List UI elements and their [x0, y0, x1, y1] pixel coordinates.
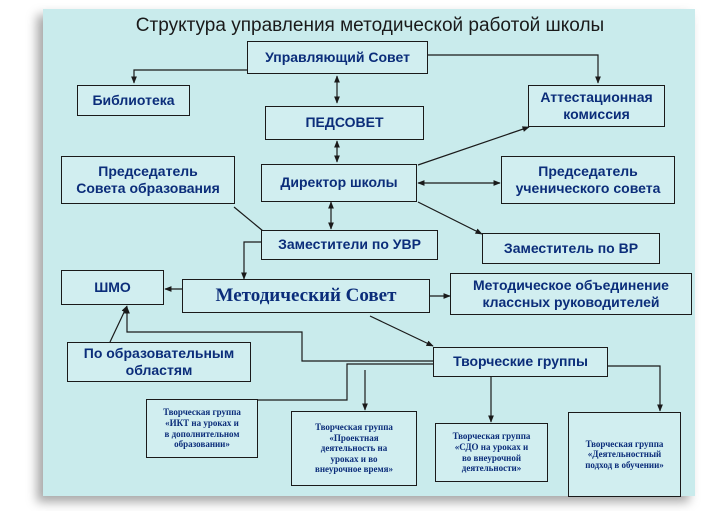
node-shmo: ШМО — [61, 270, 164, 305]
node-group-project-line-1: Творческая группа — [315, 421, 393, 432]
node-library: Библиотека — [77, 85, 190, 116]
node-attestation-commission: Аттестационная комиссия — [528, 85, 665, 127]
diagram-title: Структура управления методической работо… — [135, 15, 605, 36]
node-group-project-line-2: «Проектная — [329, 432, 379, 443]
line-metod-groups — [369, 315, 434, 347]
node-group-ikt-line-3: в дополнительном — [164, 428, 240, 439]
node-attestation-line-2: комиссия — [563, 106, 630, 122]
line-shmo-areas — [109, 305, 128, 343]
node-group-sdo: Творческая группа «СДО на уроках и во вн… — [435, 423, 548, 482]
node-deputy-vr: Заместитель по ВР — [482, 233, 660, 264]
node-group-activity-line-2: «Деятельностный — [587, 449, 662, 460]
node-methodical-council-label: Методический Совет — [215, 285, 397, 307]
node-group-project-line-3: деятельность на — [320, 443, 388, 454]
node-group-project-line-5: внеурочное время» — [315, 464, 393, 475]
node-subject-areas-line-2: областям — [125, 362, 193, 378]
node-deputies-uvr-label: Заместители по УВР — [278, 236, 421, 253]
node-attestation-line-1: Аттестационная — [540, 88, 653, 105]
node-deputies-uvr: Заместители по УВР — [261, 230, 438, 260]
node-group-sdo-line-3: во внеурочной — [461, 452, 522, 463]
node-creative-groups-label: Творческие группы — [453, 353, 588, 370]
node-education-council-line-1: Председатель — [98, 162, 198, 179]
node-group-sdo-line-1: Творческая группа — [452, 431, 531, 442]
node-education-council-line-2: Совета образования — [76, 180, 220, 196]
node-group-ikt-line-2: «ИКТ на уроках и — [165, 417, 239, 428]
line-director-deputy-vr — [417, 201, 483, 235]
node-creative-groups: Творческие группы — [433, 347, 608, 377]
line-council-library — [131, 69, 247, 84]
node-director-label: Директор школы — [280, 174, 398, 191]
node-deputy-vr-label: Заместитель по ВР — [503, 239, 639, 256]
line-groups-ikt — [258, 363, 433, 401]
node-group-activity-line-3: подход в обучении» — [585, 459, 664, 470]
node-director: Директор школы — [261, 164, 417, 202]
node-shmo-label: ШМО — [94, 278, 131, 295]
node-class-teachers-line-2: классных руководителей — [482, 294, 660, 310]
node-subject-areas: По образовательным областям — [67, 342, 251, 382]
node-group-sdo-line-4: деятельности» — [461, 463, 522, 474]
node-pedsovet-label: ПЕДСОВЕТ — [305, 114, 384, 131]
node-education-council-chair: Председатель Совета образования — [61, 156, 235, 204]
line-deputy-metod-council — [241, 241, 261, 280]
node-subject-areas-line-1: По образовательным — [83, 344, 235, 361]
node-group-project: Творческая группа «Проектная деятельност… — [291, 411, 417, 486]
line-director-attestation — [417, 126, 530, 166]
line-groups-deyat — [608, 365, 663, 412]
node-student-council-line-1: Председатель — [538, 162, 638, 179]
line-edu-council-deputy — [233, 206, 264, 232]
line-groups-shmo — [124, 306, 433, 362]
node-class-teachers-association: Методическое объединение классных руково… — [450, 273, 692, 315]
node-class-teachers-line-1: Методическое объединение — [473, 276, 669, 293]
node-group-ikt-line-1: Творческая группа — [163, 407, 241, 418]
node-group-ikt-line-4: образовании» — [174, 439, 230, 450]
line-council-attestation — [428, 54, 601, 84]
node-group-activity-approach: Творческая группа «Деятельностный подход… — [568, 412, 681, 497]
node-group-ikt: Творческая группа «ИКТ на уроках и в доп… — [146, 399, 258, 458]
node-group-activity-line-1: Творческая группа — [585, 438, 664, 449]
node-governing-council: Управляющий Совет — [247, 41, 428, 74]
node-methodical-council: Методический Совет — [182, 279, 430, 313]
node-student-council-chair: Председатель ученического совета — [501, 156, 675, 204]
node-governing-council-label: Управляющий Совет — [265, 48, 410, 65]
node-pedsovet: ПЕДСОВЕТ — [265, 106, 424, 140]
node-group-sdo-line-2: «СДО на уроках и — [454, 441, 529, 452]
node-group-project-line-4: уроках и во — [330, 453, 378, 464]
node-student-council-line-2: ученического совета — [515, 180, 661, 196]
node-library-label: Библиотека — [92, 91, 175, 108]
